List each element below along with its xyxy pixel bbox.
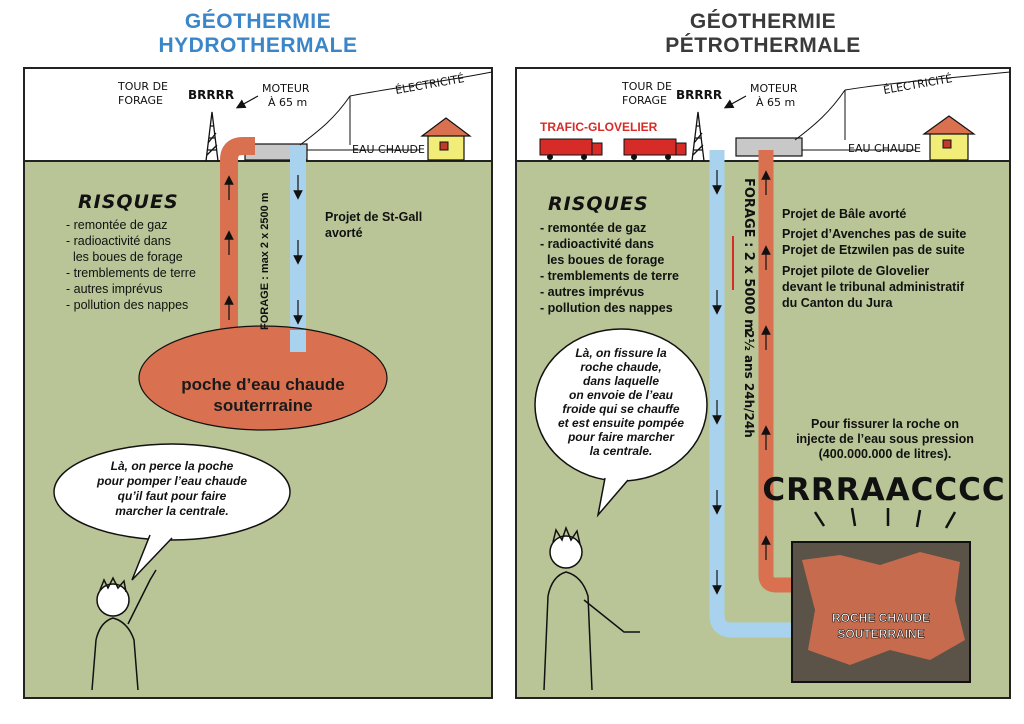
right-character: [543, 525, 640, 691]
right-flow-arrows: [712, 170, 771, 595]
left-risques-title: RISQUES: [78, 191, 179, 213]
right-fissure-line-2: injecte de l’eau sous pression: [796, 432, 974, 446]
right-bubble-line-5: froide qui se chauffe: [562, 402, 679, 416]
left-moteur-2: À 65 m: [268, 96, 307, 109]
right-project-2: Projet d’Avenches pas de suite: [782, 227, 966, 241]
left-moteur-1: MOTEUR: [262, 82, 310, 95]
left-risk-4: - tremblements de terre: [66, 266, 196, 280]
right-bubble-line-8: la centrale.: [590, 444, 653, 458]
left-hot-pipe-join: [221, 330, 238, 350]
right-hot-pipe: [758, 150, 800, 593]
right-forage-label: FORAGE : 2 x 5000 m: [741, 178, 756, 333]
left-bubble-line-3: qu’il faut pour faire: [118, 489, 227, 503]
left-title-line1: GÉOTHERMIE: [184, 10, 332, 33]
right-rock-label-2: SOUTERRAINE: [837, 627, 924, 641]
left-tour-label-2: FORAGE: [118, 94, 163, 107]
left-brrrr: BRRRR: [188, 88, 234, 102]
right-risk-2: - radioactivité dans: [540, 237, 654, 251]
right-risk-6: - pollution des nappes: [540, 301, 673, 315]
right-risk-5: - autres imprévus: [540, 285, 644, 299]
right-power-line: [794, 71, 1011, 141]
right-moteur-arrow: [723, 95, 747, 109]
right-bubble-line-1: Là, on fissure la: [575, 346, 667, 360]
left-title: GÉOTHERMIE HYDROTHERMALE: [24, 10, 492, 58]
right-rock-label-1: ROCHE CHAUDE: [832, 611, 930, 625]
right-house: [922, 115, 976, 161]
right-cold-pipe: [709, 150, 810, 638]
left-risk-5: - autres imprévus: [66, 282, 163, 296]
left-hot-water-pocket: [138, 325, 388, 431]
left-tour-label-1: TOUR DE: [117, 80, 168, 93]
right-bubble-line-6: et est ensuite pompée: [558, 416, 684, 430]
right-fissure-line-1: Pour fissurer la roche on: [811, 417, 959, 431]
left-project-1: Projet de St-Gall: [325, 210, 422, 224]
right-risk-4: - tremblements de terre: [540, 269, 679, 283]
right-duree-label: 2½ ans 24h/24h: [742, 330, 756, 438]
right-project-4: Projet pilote de Glovelier: [782, 264, 929, 278]
right-trafic-label: TRAFIC-GLOVELIER: [540, 120, 658, 134]
right-moteur-2: À 65 m: [756, 96, 795, 109]
left-bubble-tail: [131, 534, 173, 581]
right-eau-chaude: EAU CHAUDE: [848, 142, 921, 155]
left-drill-tower: [205, 111, 219, 162]
right-title: GÉOTHERMIE PÉTROTHERMALE: [516, 10, 1010, 58]
right-bubble-line-2: roche chaude,: [580, 360, 661, 374]
left-speech-bubble: [53, 443, 291, 541]
left-pocket-label-2: souterrraine: [213, 396, 312, 415]
right-risques-title: RISQUES: [548, 193, 649, 215]
right-moteur-1: MOTEUR: [750, 82, 798, 95]
left-cold-pipe-join: [290, 330, 306, 352]
right-panel: TOUR DE FORAGE BRRRR MOTEUR À 65 m ÉLECT…: [515, 67, 1011, 699]
left-project-2: avorté: [325, 226, 363, 240]
right-crack-sound: CRRRAACCCC: [762, 472, 1005, 508]
left-risk-6: - pollution des nappes: [66, 298, 188, 312]
right-bubble-line-7: pour faire marcher: [567, 430, 675, 444]
left-bubble-line-4: marcher la centrale.: [115, 504, 228, 518]
left-risk-3: les boues de forage: [66, 250, 183, 264]
right-title-line1: GÉOTHERMIE: [689, 10, 837, 33]
left-risk-2: - radioactivité dans: [66, 234, 171, 248]
right-risk-1: - remontée de gaz: [540, 221, 646, 235]
right-trucks: [539, 138, 687, 160]
left-character: [91, 569, 157, 691]
right-brrrr: BRRRR: [676, 88, 722, 102]
left-title-line2: HYDROTHERMALE: [158, 34, 358, 57]
right-rock-fissures: [802, 552, 965, 665]
left-panel: TOUR DE FORAGE BRRRR MOTEUR À 65 m ÉLECT…: [23, 67, 493, 699]
right-project-6: du Canton du Jura: [782, 296, 893, 310]
right-project-1: Projet de Bâle avorté: [782, 207, 906, 221]
right-project-5: devant le tribunal administratif: [782, 280, 965, 294]
left-hot-pipe: [220, 137, 255, 340]
left-risk-1: - remontée de gaz: [66, 218, 167, 232]
left-moteur-arrow: [235, 95, 259, 109]
left-bubble-line-2: pour pomper l’eau chaude: [96, 474, 247, 488]
right-bubble-tail: [596, 477, 629, 518]
left-bubble-line-1: Là, on perce la poche: [111, 459, 234, 473]
right-crack-lines: [813, 507, 957, 529]
left-house: [420, 117, 472, 161]
right-tour-label-1: TOUR DE: [621, 80, 672, 93]
right-drill-tower: [691, 111, 705, 162]
left-power-line: [299, 71, 493, 146]
right-project-3: Projet de Etzwilen pas de suite: [782, 243, 965, 257]
right-bubble-line-3: dans laquelle: [583, 374, 659, 388]
right-title-line2: PÉTROTHERMALE: [665, 34, 861, 57]
right-fissure-line-3: (400.000.000 de litres).: [819, 447, 952, 461]
left-flow-arrows: [224, 175, 303, 325]
left-forage-label: FORAGE : max 2 x 2500 m: [259, 192, 271, 330]
right-bubble-line-4: on envoie de l’eau: [569, 388, 674, 402]
right-tour-label-2: FORAGE: [622, 94, 667, 107]
right-risk-3: les boues de forage: [540, 253, 664, 267]
left-pocket-label-1: poche d’eau chaude: [181, 375, 344, 394]
